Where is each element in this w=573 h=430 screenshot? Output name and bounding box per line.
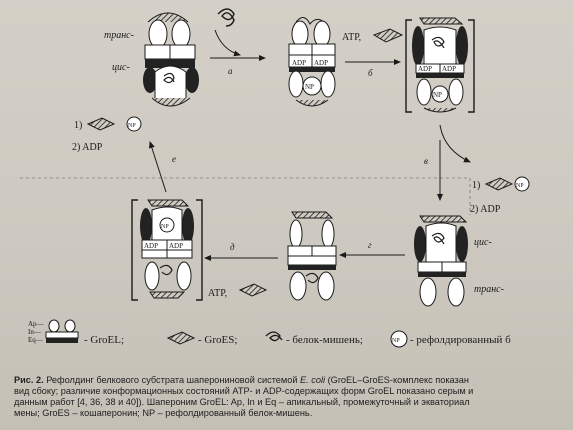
legend-np-icon: [390, 330, 408, 348]
adp-label-3b: ADP: [442, 65, 456, 73]
cis-label-4: цис-: [474, 237, 492, 248]
complex-2: [288, 17, 336, 107]
legend-substrate-icon: [265, 331, 283, 342]
atp-label-top: ATP,: [342, 32, 361, 43]
groes-icon-bottom: [238, 283, 268, 297]
np-label-left: NP: [128, 123, 136, 129]
caption-line3: данным работ [4, 36, 38 и 40]). Шаперони…: [14, 397, 470, 407]
adp-label-6b: ADP: [169, 242, 183, 250]
groes-icon-top: [372, 28, 404, 43]
arrow-e: [148, 141, 167, 193]
complex-3: [405, 17, 475, 113]
legend-in: In—: [28, 328, 42, 336]
legend-np-label: NP: [392, 338, 400, 344]
groes-icon-left: [86, 117, 116, 131]
legend-eq: Eq—: [28, 336, 44, 344]
legend-groes: - GroES;: [198, 334, 237, 346]
step-v-label: в: [424, 156, 428, 166]
np-icon-left: [126, 116, 142, 132]
caption-line1a: Рефолдинг белкового субстрата шаперонино…: [43, 375, 301, 385]
figure-caption: Рис. 2. Рефолдинг белкового субстрата ша…: [14, 375, 570, 419]
substrate-bind-arrow: [214, 29, 241, 57]
legend-groes-icon: [166, 331, 196, 345]
step-a-label: а: [228, 66, 233, 76]
step-d-label: д: [230, 242, 235, 252]
groes-icon-right: [484, 177, 514, 191]
cis-label-1: цис-: [112, 62, 130, 73]
out-left-adp: 2) ADP: [72, 142, 103, 153]
adp-label-3a: ADP: [418, 65, 432, 73]
adp-label-6a: ADP: [144, 242, 158, 250]
adp-label-2a: ADP: [292, 59, 306, 67]
np-label-2: NP: [305, 83, 314, 91]
legend-substrate: - белок-мишень;: [286, 334, 363, 346]
caption-line4: мены; GroES – кошаперонин; NP – рефолдир…: [14, 408, 313, 418]
substrate-icon-top: [217, 8, 235, 27]
legend-refolded: - рефолдированный б: [410, 334, 511, 346]
complex-4: [414, 215, 468, 307]
np-icon-right: [514, 176, 530, 192]
caption-line1b: (GroEL–GroES-комплекс показан: [325, 375, 469, 385]
complex-6: [131, 199, 203, 301]
complex-1: [143, 12, 199, 107]
out-right-adp: 2) ADP: [470, 204, 501, 215]
np-label-right: NP: [516, 183, 524, 189]
caption-line1-italic: E. coli: [300, 375, 326, 385]
np-label-6: NP: [161, 224, 169, 230]
legend: Ap— In— Eq— - GroEL; - GroES; - белок-ми…: [28, 319, 511, 348]
out-right-num: 1): [472, 180, 480, 191]
np-label-3: NP: [433, 91, 442, 99]
complex-5: [287, 211, 337, 301]
trans-label-1: транс-: [104, 30, 134, 41]
figure-groel-refolding: транс- цис- а ADP ADP NP ATP, б: [20, 8, 530, 348]
step-e-label: е: [172, 154, 176, 164]
out-left-num: 1): [74, 120, 82, 131]
process-boundary: [20, 177, 471, 215]
step-g-label: г: [368, 240, 372, 250]
legend-groel: - GroEL;: [84, 334, 124, 346]
legend-ap: Ap—: [28, 320, 45, 328]
adp-label-2b: ADP: [314, 59, 328, 67]
caption-lead: Рис. 2.: [14, 375, 44, 385]
atp-label-bottom: ATP,: [208, 288, 227, 299]
caption-line2: вид сбоку; различие конформационных сост…: [14, 386, 474, 396]
trans-label-4: транс-: [474, 284, 504, 295]
release-arrow-v: [439, 124, 471, 163]
step-b-label: б: [368, 68, 373, 78]
